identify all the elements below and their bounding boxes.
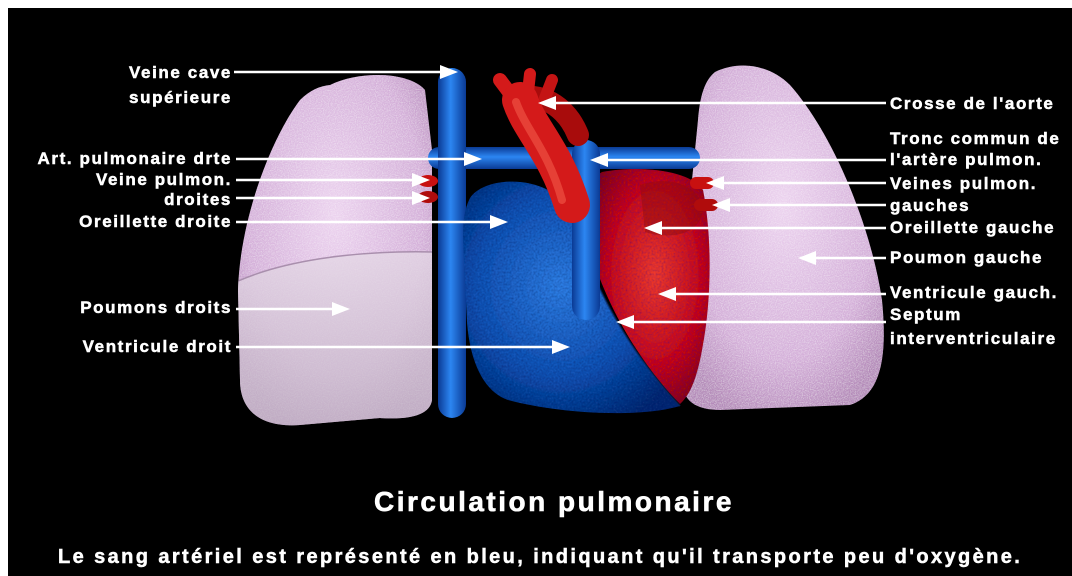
label-poumons-droits: Poumons droits xyxy=(80,299,232,317)
lung-shape xyxy=(682,66,884,410)
label-line: l'artère pulmon. xyxy=(890,149,1060,170)
label-line: Veine pulmon. xyxy=(96,170,232,190)
label-line: gauches xyxy=(890,195,1037,217)
label-oreillette-gauche: Oreillette gauche xyxy=(890,219,1055,237)
arrow-veine-cave xyxy=(234,65,458,79)
right-lung-left-side xyxy=(236,75,434,430)
label-veine-cave: Veine cave supérieure xyxy=(129,60,232,110)
label-line: Veines pulmon. xyxy=(890,173,1037,195)
superior-vena-cava xyxy=(438,68,466,418)
label-ventricule-gauche: Ventricule gauch. xyxy=(890,284,1058,302)
label-poumon-gauche: Poumon gauche xyxy=(890,249,1043,267)
label-ventricule-droit: Ventricule droit xyxy=(83,338,232,356)
label-line: interventriculaire xyxy=(890,327,1057,351)
label-art-pulmonaire: Art. pulmonaire drte xyxy=(38,150,232,168)
left-lung-right-side xyxy=(682,66,884,410)
label-veine-pulmon: Veine pulmon. droites xyxy=(96,170,232,210)
label-line: supérieure xyxy=(129,85,232,110)
label-line: Septum xyxy=(890,303,1057,327)
label-line: droites xyxy=(96,190,232,210)
label-tronc-commun: Tronc commun de l'artère pulmon. xyxy=(890,128,1060,170)
label-crosse-aorte: Crosse de l'aorte xyxy=(890,95,1054,113)
diagram-title: Circulation pulmonaire xyxy=(374,486,734,518)
aorta-branch-3 xyxy=(545,80,552,98)
label-veines-pulmon: Veines pulmon. gauches xyxy=(890,173,1037,217)
lower-lobe-shading xyxy=(236,252,434,430)
label-oreillette-droite: Oreillette droite xyxy=(79,213,232,231)
label-septum: Septum interventriculaire xyxy=(890,303,1057,351)
label-line: Veine cave xyxy=(129,60,232,85)
diagram-caption: Le sang artériel est représenté en bleu,… xyxy=(58,545,1022,569)
label-line: Tronc commun de xyxy=(890,128,1060,149)
